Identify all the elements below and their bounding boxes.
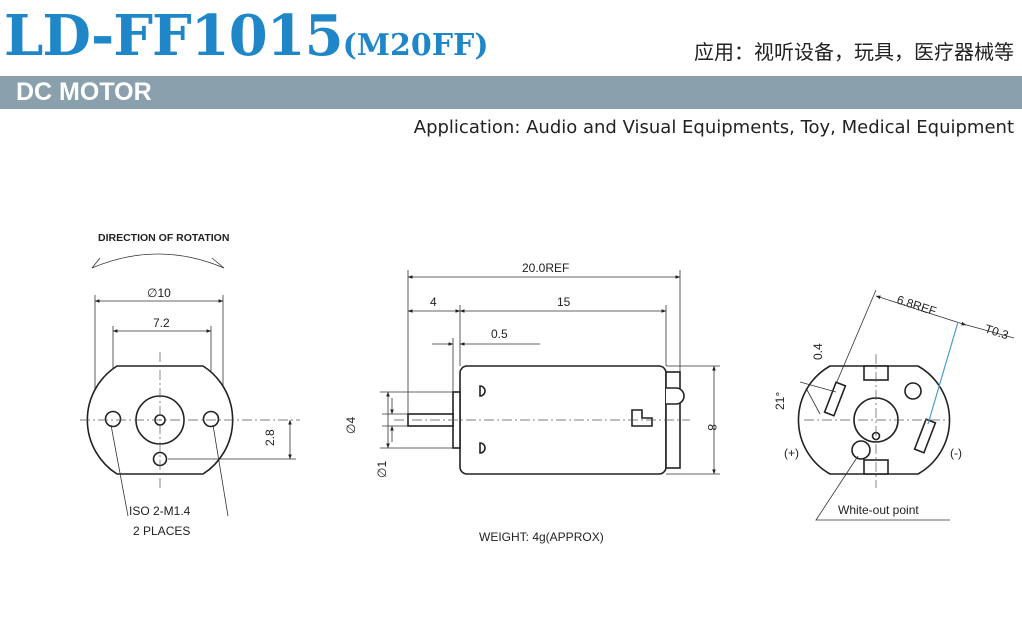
leader-white-out (815, 455, 950, 521)
rotation-label: DIRECTION OF ROTATION (98, 232, 229, 244)
model-title: LD-FF1015(M20FF) (4, 0, 489, 72)
minus-label: (-) (950, 446, 962, 460)
screw-note-1: ISO 2-M1.4 (129, 504, 191, 518)
rotation-arc (91, 253, 225, 269)
dim-offset-text: 2.8 (263, 429, 277, 446)
dim-boss-text: ∅4 (344, 417, 358, 434)
dim-width-text: 7.2 (153, 316, 170, 330)
dim-step-text: 0.5 (491, 327, 508, 341)
category-band: DC MOTOR (0, 76, 1022, 109)
dim-line-terminal-width (799, 381, 837, 393)
dim-angle-text: 21° (773, 392, 787, 410)
dim-overall-text: 20.0REF (522, 261, 569, 275)
weight-text: WEIGHT: 4g(APPROX) (479, 530, 604, 544)
ext-line-terminal-left (835, 289, 877, 385)
side-notch-bottom (479, 442, 486, 454)
dim-thickness-text: T0.3 (983, 322, 1010, 343)
screw-note-2: 2 PLACES (133, 524, 190, 538)
terminal-lead (927, 321, 959, 425)
rotation-arrow-icon (211, 257, 225, 269)
rotation-arc-tail (91, 257, 101, 269)
rear-vent-hole (904, 382, 922, 400)
plus-label: (+) (784, 446, 799, 460)
side-notch-top (479, 385, 486, 397)
front-view: DIRECTION OF ROTATION ∅10 7.2 2.8 ISO 2-… (80, 232, 300, 538)
dim-line-angle (805, 387, 821, 415)
dim-body-text: 15 (557, 295, 571, 309)
leader-screw-left (110, 424, 129, 517)
category-label: DC MOTOR (16, 78, 152, 106)
terminal-plus (823, 381, 847, 417)
screw-hole-right (202, 410, 220, 428)
white-point-text: White-out point (838, 503, 919, 517)
dim-front-text: 4 (430, 295, 437, 309)
dim-diameter-text: ∅10 (147, 286, 171, 300)
side-terminal-tab (666, 387, 685, 405)
dim-width-text: 0.4 (811, 343, 825, 360)
side-view: 20.0REF 4 15 0.5 ∅4 ∅1 (344, 261, 720, 544)
dim-shaft-text: ∅1 (375, 461, 389, 478)
dim-height-text: 8 (705, 424, 719, 431)
dim-line-thickness (962, 323, 1015, 339)
model-alt-name: (M20FF) (342, 28, 489, 63)
application-en: Application: Audio and Visual Equipments… (413, 117, 1014, 138)
side-clip (631, 409, 653, 427)
white-out-point (851, 440, 871, 460)
leader-screw-right (212, 424, 229, 517)
terminal-minus (913, 418, 937, 454)
dim-terminal-text: 6.8REF (895, 293, 938, 319)
application-cn: 应用：视听设备，玩具，医疗器械等 (694, 40, 1014, 64)
model-name: LD-FF1015 (4, 3, 344, 69)
dim-line-terminal (875, 295, 967, 326)
rear-view: 6.8REF T0.3 0.4 21° (+) (-) White-out po… (773, 289, 1015, 521)
screw-hole-left (104, 410, 122, 428)
